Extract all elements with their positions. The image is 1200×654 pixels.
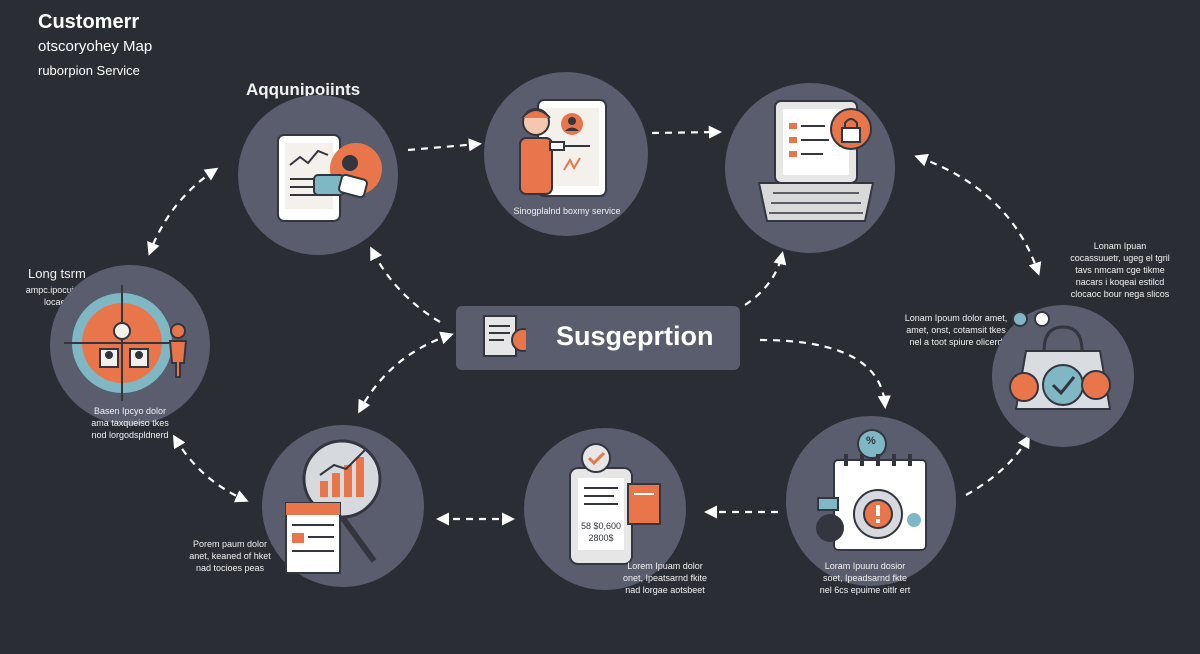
calendar-alert-icon <box>816 429 927 551</box>
arrow-center-acq <box>370 246 441 323</box>
bottom-left-note: Porem paum dolor anet, keaned of hket na… <box>189 539 271 573</box>
renewal-node[interactable]: % <box>786 416 956 586</box>
analytics-node[interactable] <box>262 425 424 587</box>
page-subtitle: otscoryohey Map <box>38 38 153 55</box>
subscription-box[interactable]: Susgeprtion <box>456 306 740 370</box>
receipt-text: 58 $0,600 2800$ <box>580 521 622 543</box>
arrow-tablet-to-laptop <box>651 125 722 139</box>
long-term-title: Long tsrm <box>28 266 86 281</box>
bottom-mid-note: Lorem Ipuam dolor onet, Ipeatsarnd fkite… <box>622 561 708 595</box>
billing-node[interactable]: 58 $0,600 2800$ <box>524 428 686 590</box>
arrow-laptop-right <box>914 153 1042 276</box>
target-people-icon <box>64 285 188 401</box>
bag-checkmark-icon <box>1009 311 1112 410</box>
arrow-center-analytics <box>358 331 454 414</box>
right-mid-note: Lonam Ipoum dolor amet, amet, onst, cota… <box>904 313 1008 347</box>
magnifier-chart-icon <box>285 439 382 574</box>
acquisition-label: Aqqunipoiints <box>246 80 361 99</box>
long-term-note: Basen Ipcyo dolor ama taxqueiso tkes nod… <box>91 406 169 440</box>
bottom-right-note: Loram Ipuuru dosior soet, Ipeadsarnd fkt… <box>819 561 911 595</box>
retention-node[interactable] <box>992 305 1134 447</box>
arrow-longterm-analytics <box>172 434 249 503</box>
tablet-label: Sinogplalnd boxmy service <box>513 206 621 216</box>
page-title: Customerr <box>38 11 140 33</box>
percent-badge: % <box>866 435 876 447</box>
arrow-center-laptop <box>744 251 787 306</box>
receipt-check-icon <box>569 443 661 565</box>
acquisition-node[interactable] <box>238 95 398 255</box>
document-user-icon <box>483 315 535 357</box>
long-term-node[interactable] <box>50 265 210 425</box>
arrow-center-right <box>759 338 891 409</box>
tablet-person-icon <box>519 99 607 197</box>
tablet-chart-icon <box>277 134 382 222</box>
page-caption: ruborpion Service <box>38 63 140 78</box>
right-top-note: Lonam Ipuan cocassuuetr, ugeg el tgril t… <box>1070 241 1170 299</box>
subscription-title: Susgeprtion <box>556 321 714 351</box>
title-block: Customerr otscoryohey Map ruborpion Serv… <box>38 10 152 82</box>
laptop-lock-icon <box>757 100 875 222</box>
arrow-acq-longterm <box>147 167 219 256</box>
arrow-acq-to-tablet <box>407 138 482 152</box>
checkout-node[interactable] <box>725 83 895 253</box>
onboarding-node[interactable] <box>484 72 648 236</box>
long-term-lines: ampc.ipocuinus locaes <box>25 285 89 307</box>
